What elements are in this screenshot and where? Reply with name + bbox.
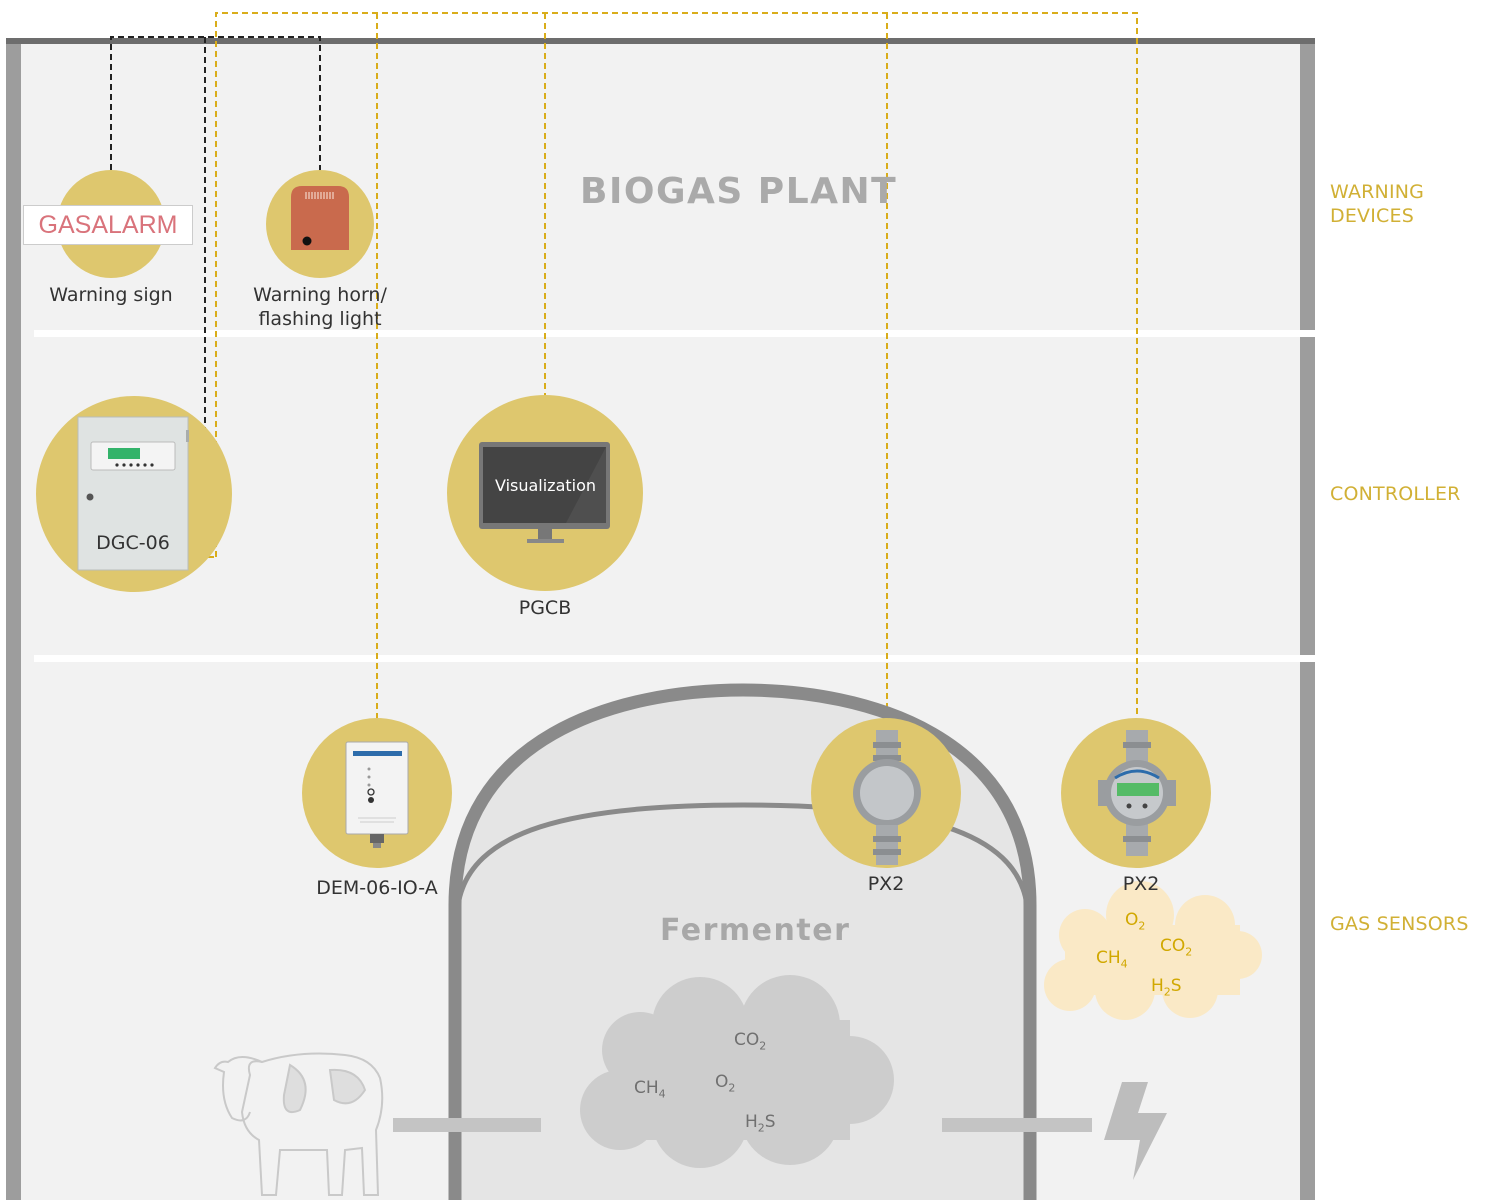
lightning-icon xyxy=(1104,1082,1167,1180)
warning-horn-label-line1: Warning horn/ xyxy=(253,284,387,306)
gas-base: CO xyxy=(1160,936,1186,956)
gas-sub: 2 xyxy=(1138,919,1146,933)
gas-tail: S xyxy=(764,1112,776,1132)
dgc-label: DGC-06 xyxy=(96,532,170,554)
inlet-pipe xyxy=(393,1118,541,1132)
dgc-cabinet-icon xyxy=(77,416,189,571)
gas-sub: 2 xyxy=(1163,985,1171,999)
gasalarm-sign: GASALARM xyxy=(23,205,193,245)
zone-label-warning-line1: WARNING xyxy=(1330,181,1425,203)
gas-sub: 2 xyxy=(757,1121,765,1135)
leak-gas-co2: CO2 xyxy=(1160,936,1192,958)
zone-label-warning-devices: WARNING DEVICES xyxy=(1330,180,1424,228)
gas-base: CO xyxy=(734,1030,760,1050)
gas-sub: 4 xyxy=(1120,957,1128,971)
roof xyxy=(6,38,1315,44)
monitor-screen-text: Visualization xyxy=(494,476,597,495)
warning-horn-label: Warning horn/ flashing light xyxy=(230,283,410,331)
leak-gas-h2s: H2S xyxy=(1151,976,1182,998)
zone-label-warning-line2: DEVICES xyxy=(1330,205,1414,227)
cow-icon xyxy=(213,1052,384,1196)
leak-gas-o2: O2 xyxy=(1125,910,1145,932)
fermenter-gas-cloud xyxy=(580,975,894,1168)
fermenter-gas-ch4: CH4 xyxy=(634,1078,666,1100)
gas-sub: 2 xyxy=(759,1039,767,1053)
px2-right-sensor-icon xyxy=(1098,730,1176,856)
px2-left-label: PX2 xyxy=(867,873,905,895)
gas-base: O xyxy=(715,1072,729,1092)
monitor-icon xyxy=(479,442,610,543)
dem-label: DEM-06-IO-A xyxy=(316,877,438,899)
px2-right-label: PX2 xyxy=(1122,873,1160,895)
leak-gas-ch4: CH4 xyxy=(1096,948,1128,970)
gold-wiring xyxy=(208,12,1138,718)
outlet-pipe xyxy=(942,1118,1092,1132)
px2-left-sensor-icon xyxy=(853,730,921,865)
left-wall xyxy=(6,40,21,1200)
leak-gas-cloud xyxy=(1044,881,1262,1020)
right-wall xyxy=(1300,40,1315,1200)
zone-label-gas-sensors: GAS SENSORS xyxy=(1330,913,1469,935)
separator-controller-sensors xyxy=(34,655,1474,662)
separator-warning-controller xyxy=(34,330,1474,337)
gas-base: H xyxy=(1151,976,1164,996)
gas-base: H xyxy=(745,1112,758,1132)
gas-base: CH xyxy=(1096,948,1121,968)
pgcb-label: PGCB xyxy=(518,597,572,619)
gas-sub: 2 xyxy=(728,1081,736,1095)
page-title: BIOGAS PLANT xyxy=(580,171,898,212)
horn-icon xyxy=(291,186,349,250)
warning-horn-label-line2: flashing light xyxy=(258,308,382,330)
fermenter-gas-h2s: H2S xyxy=(745,1112,776,1134)
gas-base: CH xyxy=(634,1078,659,1098)
fermenter-label: Fermenter xyxy=(660,913,851,948)
fermenter-gas-o2: O2 xyxy=(715,1072,735,1094)
warning-sign-label: Warning sign xyxy=(49,284,173,306)
gas-sub: 2 xyxy=(1185,945,1193,959)
gas-sub: 4 xyxy=(658,1087,666,1101)
fermenter-gas-co2: CO2 xyxy=(734,1030,766,1052)
gas-base: O xyxy=(1125,910,1139,930)
dem-device-icon xyxy=(345,741,409,848)
gas-tail: S xyxy=(1170,976,1182,996)
zone-label-controller: CONTROLLER xyxy=(1330,483,1461,505)
